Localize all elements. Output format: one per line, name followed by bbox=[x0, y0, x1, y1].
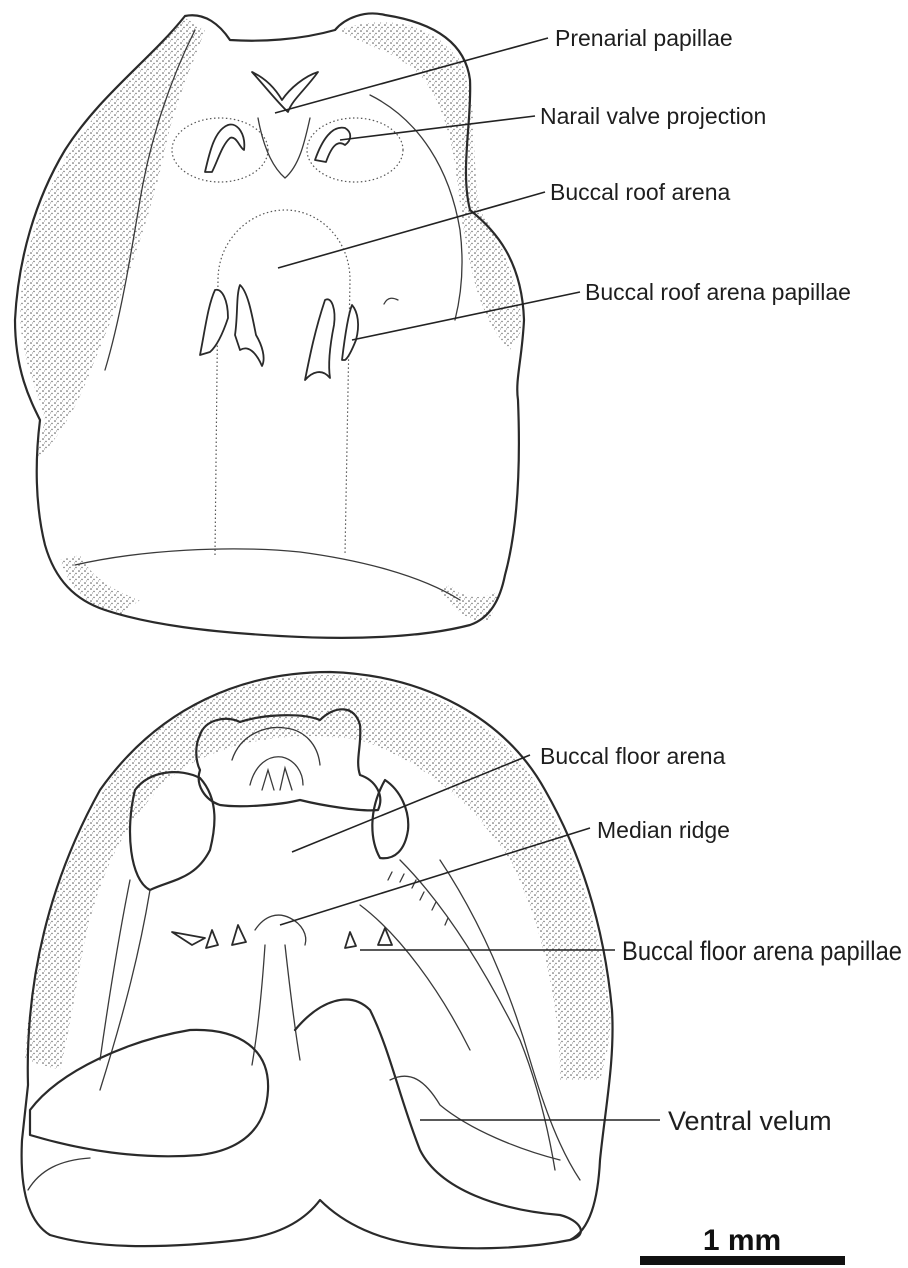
buccal-roof-drawing bbox=[15, 13, 524, 637]
roof-small-papilla bbox=[384, 298, 398, 304]
floor-left-fold-1 bbox=[252, 945, 265, 1065]
floor-papilla-right-2 bbox=[378, 928, 392, 945]
leader-buccal-roof-arena-papillae bbox=[352, 292, 580, 340]
floor-dome-shading bbox=[25, 675, 610, 1080]
prenarial-papillae bbox=[252, 72, 318, 112]
floor-inner-right-fold bbox=[360, 905, 470, 1050]
ventral-velum-left-edge bbox=[28, 1158, 90, 1190]
label-buccal-floor-arena: Buccal floor arena bbox=[540, 743, 726, 769]
roof-bottom-left-shading bbox=[60, 555, 140, 615]
label-prenarial-papillae: Prenarial papillae bbox=[555, 25, 733, 51]
floor-left-fold-2 bbox=[285, 945, 300, 1060]
floor-papilla-left-3 bbox=[232, 925, 246, 945]
label-median-ridge: Median ridge bbox=[597, 817, 730, 843]
roof-papilla-left-2 bbox=[235, 285, 264, 366]
roof-right-shading bbox=[340, 22, 522, 350]
floor-papilla-right-1 bbox=[345, 932, 356, 948]
floor-outer-outline bbox=[22, 672, 613, 1248]
scale-bar: 1 mm bbox=[640, 1224, 845, 1265]
roof-left-shading bbox=[20, 18, 205, 460]
buccal-roof-arena-outline bbox=[215, 210, 350, 555]
label-buccal-roof-arena: Buccal roof arena bbox=[550, 179, 730, 205]
roof-bottom-right-shading bbox=[440, 585, 500, 621]
roof-papilla-left-1 bbox=[200, 290, 228, 355]
label-buccal-roof-arena-papillae: Buccal roof arena papillae bbox=[585, 279, 851, 305]
lower-beak-teeth bbox=[262, 768, 292, 790]
median-snout-ridge bbox=[258, 118, 310, 178]
roof-bottom-fold bbox=[75, 549, 460, 600]
buccal-floor-drawing bbox=[22, 672, 613, 1248]
scale-bar-line bbox=[640, 1256, 845, 1265]
scale-bar-label: 1 mm bbox=[703, 1224, 781, 1257]
roof-papilla-right-1 bbox=[305, 299, 335, 380]
floor-papilla-left-2 bbox=[206, 930, 218, 948]
floor-papilla-left-1 bbox=[172, 932, 205, 945]
floor-left-long-fold-2 bbox=[100, 890, 150, 1090]
ventral-velum-left-lobe bbox=[30, 1030, 268, 1156]
right-narial-valve-projection bbox=[315, 128, 350, 162]
floor-left-long-fold bbox=[100, 880, 130, 1060]
left-narial-valve-projection bbox=[205, 125, 244, 172]
ventral-velum-inner-fold bbox=[390, 1076, 560, 1160]
lower-beak-inner-arch bbox=[250, 757, 303, 785]
label-ventral-velum: Ventral velum bbox=[668, 1106, 832, 1136]
label-narial-valve-projection: Narail valve projection bbox=[540, 103, 766, 129]
label-buccal-floor-arena-papillae: Buccal floor arena papillae bbox=[622, 936, 902, 966]
roof-papilla-right-2 bbox=[342, 305, 358, 360]
